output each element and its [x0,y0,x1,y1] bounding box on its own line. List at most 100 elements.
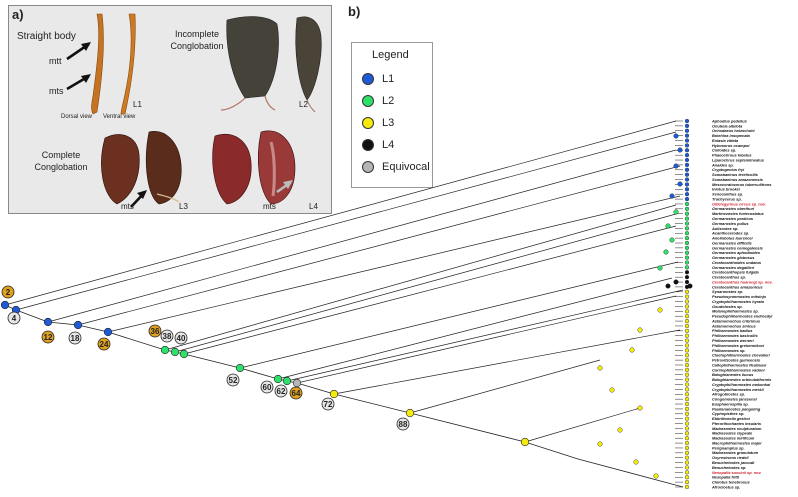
taxon-label: Baloghianestes orbiculatiformis [712,377,772,382]
tip-state-dot [684,465,690,470]
taxon-label: Pseudosynarmostes mitsinjo [712,294,767,299]
taxon-label: Synarmostes sp. [712,289,743,294]
tree-clade-branch-8 [239,261,679,369]
taxon-label: Phaeochrous lobatus [712,153,752,158]
clade-state-node [597,365,603,371]
age-badge [97,337,111,351]
taxon-label: Baloghianestes liuous [712,372,754,377]
label-l3: L3 [179,202,188,211]
legend-swatch-l4 [362,139,374,151]
tip-state-dot [684,367,690,372]
clade-state-node [617,427,623,433]
taxon-label: Congomostes janssensi [712,397,758,402]
taxon-label: Philharmostes werneri [712,338,755,343]
tip-state-dot [684,362,690,368]
taxon-label: Germarostes oberthuri [712,206,755,211]
clade-state-node [663,249,669,255]
age-badge-label: 60 [263,383,272,392]
taxon-label: Liparochrus septemlineatus [712,157,765,162]
legend-item-l1: L1 [362,71,394,87]
taxon-label: Hybosorus ocampoi [712,143,750,148]
taxon-label: Perignamptus sp. [712,445,745,450]
taxon-label: Cyphopisthes sp. [712,411,744,416]
taxon-label: Colloides sp. [712,148,736,153]
label-l1: L1 [133,100,142,109]
tip-state-dot [684,167,690,172]
taxon-label: Carinophilharmostes vadoni [712,367,765,372]
taxon-label: Iniotus brookei [712,187,741,192]
taxon-label: Gilletegyrinus circus sp. nov. [712,201,766,206]
tip-state-dot [684,236,690,241]
legend-label-l2: L2 [382,95,395,107]
tip-state-dot [684,455,690,460]
tree-clade-branch-2 [47,149,677,323]
backbone-state-node [73,320,83,330]
tip-state-dot [684,250,690,255]
legend-label-l4: L4 [382,139,395,151]
label-complete-conglobation: Complete Conglobation [34,150,88,172]
taxon-label: Aphodius pedellus [711,118,748,123]
tip-state-dot [684,148,690,153]
clade-state-node [677,147,683,153]
tip-state-dot [684,484,690,490]
tip-state-dot [684,445,690,451]
age-badge [396,417,410,431]
taxon-label: Xenocanthus sp. [711,192,743,197]
taxon-label: Cryptophilharmostes makonkai [712,382,771,387]
tip-state-dot [684,255,690,260]
taxon-label: Afrogobiostes sp. [711,392,745,397]
legend-item-l2: L2 [362,93,394,109]
tip-state-dot [684,260,690,265]
taxon-label: Anaides sp. [711,162,734,167]
tree-clade-branch-1 [15,131,677,311]
tip-state-dot [684,133,690,138]
tip-state-dot [684,182,690,187]
label-mts-l3: mts [121,202,134,211]
label-dorsal-view: Dorsal view [61,114,93,120]
tip-state-dot [684,265,690,270]
tip-state-dot [684,440,690,446]
tip-state-dot [684,358,690,363]
age-badge-label: 88 [399,420,408,429]
label-l2: L2 [299,100,308,109]
tip-state-dot [684,143,690,148]
tip-state-dot [684,201,690,207]
taxon-label: Melanophilharmostes sp. [712,309,759,314]
label-incomplete-conglobation: Incomplete Conglobation [170,29,224,51]
legend-swatch-l2 [362,95,374,107]
tree-clade-branch-4 [107,195,681,333]
tip-state-dot [684,128,690,133]
tree-clade-branch-10 [286,289,684,382]
tip-state-dot [684,192,690,197]
clade-state-node [657,307,663,313]
tip-state-dot [684,304,690,309]
taxon-label: Goudotostes sp. [712,304,743,309]
tree-clade-branch-11 [296,295,677,384]
tip-state-dot [684,323,690,329]
age-badge [41,330,55,344]
tip-state-dot [684,138,690,143]
taxon-label: Germarostes pullus [712,221,749,226]
backbone-state-node [179,349,189,359]
taxon-label: Eolasia vittata [712,138,739,143]
taxon-label: Madrasostes sculpturatum [712,426,762,431]
taxon-label: Cryptophilharmostes hyrata [712,299,765,304]
tip-state-dot [684,353,690,358]
label-mtt: mtt [49,56,62,66]
tip-state-dot [684,245,690,250]
backbone-state-node [235,363,245,373]
tip-state-dot [684,172,690,177]
taxon-label: Cloiotus tenebrosus [712,480,750,485]
taxon-label: Acanthocerodes sp. [711,231,749,236]
specimen-photos [66,13,322,208]
tip-state-dot [684,333,690,338]
age-badge [321,397,335,411]
tip-state-dot [684,309,690,314]
age-badge [7,311,21,325]
taxon-label: Philharmostes badius [712,328,753,333]
tree-clade-branch-0 [4,120,677,306]
backbone-state-node [292,378,302,388]
age-badge [1,285,15,299]
taxon-label: Ceratocanthus amazonicus [712,284,763,289]
